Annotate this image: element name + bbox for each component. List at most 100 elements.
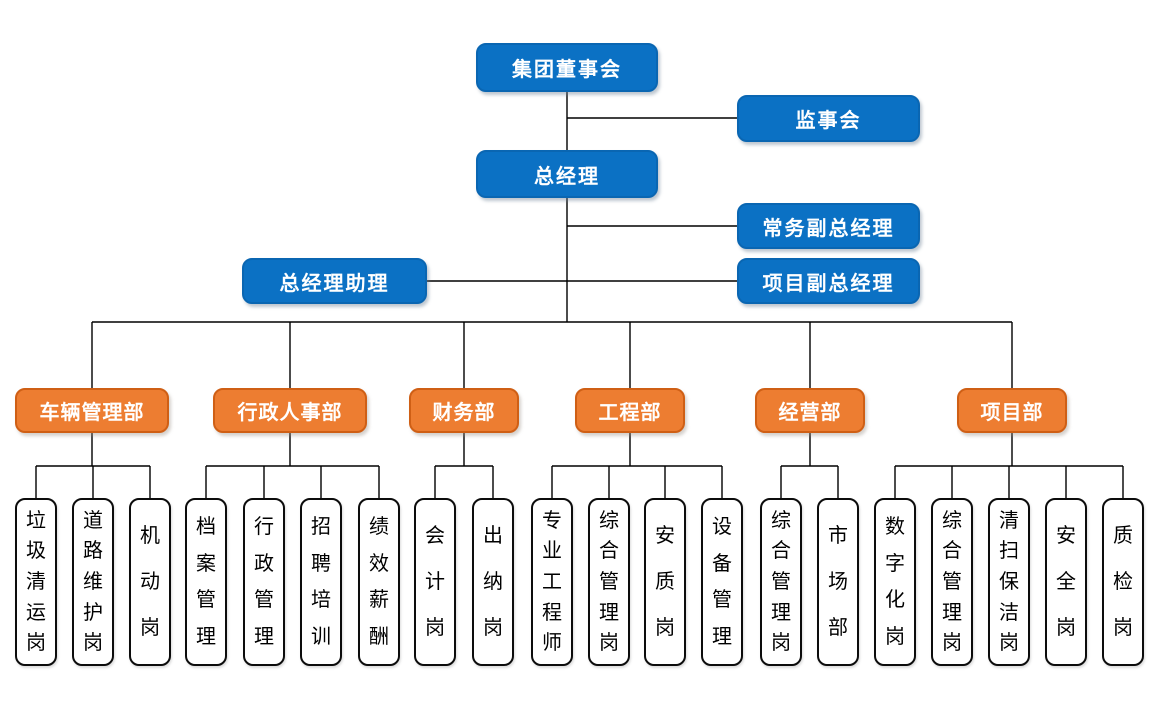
position-label-char: 绩 [369, 515, 389, 538]
position-label-char: 道 [83, 509, 103, 532]
position-label-char: 岗 [483, 617, 503, 639]
org-node-position: 综合管理岗 [588, 498, 630, 666]
position-label-char: 机 [140, 525, 160, 547]
position-label-char: 管 [712, 589, 732, 612]
position-label-char: 酬 [369, 626, 389, 649]
position-label-char: 化 [885, 589, 905, 612]
position-label-char: 质 [1113, 525, 1133, 547]
org-node-position: 出纳岗 [472, 498, 514, 666]
position-label-char: 计 [425, 571, 445, 593]
position-label-char: 护 [83, 601, 103, 624]
position-label-char: 岗 [83, 632, 103, 655]
position-label-char: 综 [942, 509, 962, 532]
org-node-deputy-exec-label: 常务副总经理 [762, 217, 895, 240]
position-label-char: 垃 [26, 509, 46, 532]
position-label-char: 培 [311, 589, 331, 612]
position-label-char: 动 [140, 571, 160, 593]
org-node-department: 经营部 [755, 388, 865, 433]
department-label: 车辆管理部 [39, 402, 145, 424]
org-node-position: 专业工程师 [531, 498, 573, 666]
position-label-char: 岗 [599, 632, 619, 655]
position-label-char: 理 [942, 601, 962, 624]
position-label-char: 岗 [1113, 617, 1133, 639]
department-label: 项目部 [980, 402, 1044, 424]
position-label-char: 清 [999, 509, 1019, 532]
position-label-char: 安 [655, 525, 675, 547]
position-label-char: 部 [828, 617, 848, 639]
position-label-char: 数 [885, 515, 905, 538]
position-label-char: 岗 [942, 632, 962, 655]
position-label-char: 程 [542, 601, 562, 624]
position-label-char: 政 [254, 552, 274, 575]
position-label-char: 全 [1056, 571, 1076, 593]
position-label-char: 理 [254, 626, 274, 649]
org-node-department: 行政人事部 [213, 388, 367, 433]
position-label-char: 岗 [1056, 617, 1076, 639]
position-label-char: 扫 [999, 540, 1019, 563]
org-node-deputy-exec: 常务副总经理 [737, 203, 920, 249]
department-label: 行政人事部 [237, 402, 343, 424]
org-node-general-manager-label: 总经理 [534, 165, 600, 188]
position-label-char: 训 [311, 626, 331, 649]
position-label-char: 薪 [369, 589, 389, 612]
position-label-char: 岗 [140, 617, 160, 639]
position-label-char: 岗 [999, 632, 1019, 655]
department-label: 工程部 [598, 402, 662, 424]
position-label-char: 业 [542, 540, 562, 563]
position-label-char: 岗 [425, 617, 445, 639]
org-node-department: 车辆管理部 [15, 388, 169, 433]
position-label-char: 管 [196, 589, 216, 612]
position-label-char: 检 [1113, 571, 1133, 593]
position-label-char: 岗 [26, 632, 46, 655]
position-label-char: 理 [196, 626, 216, 649]
position-label-char: 理 [599, 601, 619, 624]
position-label-char: 综 [771, 509, 791, 532]
position-label-char: 聘 [311, 552, 331, 575]
position-label-char: 岗 [771, 632, 791, 655]
position-label-char: 圾 [26, 540, 46, 563]
org-node-position: 市场部 [817, 498, 859, 666]
position-label-char: 备 [712, 552, 732, 575]
position-label-char: 安 [1056, 525, 1076, 547]
position-label-char: 综 [599, 509, 619, 532]
position-label-char: 招 [311, 515, 331, 538]
org-node-position: 质检岗 [1102, 498, 1144, 666]
position-label-char: 效 [369, 552, 389, 575]
org-node-supervisory: 监事会 [737, 95, 920, 142]
position-label-char: 设 [712, 515, 732, 538]
org-node-position: 综合管理岗 [931, 498, 973, 666]
position-label-char: 案 [196, 552, 216, 575]
org-node-department: 项目部 [957, 388, 1067, 433]
position-label-char: 合 [599, 540, 619, 563]
position-label-char: 保 [999, 570, 1019, 593]
position-label-char: 岗 [885, 626, 905, 649]
org-node-board: 集团董事会 [476, 43, 658, 92]
org-node-position: 综合管理岗 [760, 498, 802, 666]
position-label-char: 清 [26, 570, 46, 593]
position-label-char: 理 [771, 601, 791, 624]
position-label-char: 纳 [483, 571, 503, 593]
position-label-char: 质 [655, 571, 675, 593]
org-node-department: 工程部 [575, 388, 685, 433]
org-node-position: 安质岗 [644, 498, 686, 666]
position-label-char: 维 [83, 570, 103, 593]
org-node-position: 垃圾清运岗 [15, 498, 57, 666]
position-label-char: 管 [599, 570, 619, 593]
position-label-char: 岗 [655, 617, 675, 639]
org-node-gm-assistant: 总经理助理 [242, 258, 427, 304]
position-label-char: 路 [83, 540, 103, 563]
org-node-deputy-project: 项目副总经理 [737, 258, 920, 304]
department-label: 经营部 [778, 402, 842, 424]
position-label-char: 运 [26, 601, 46, 624]
department-label: 财务部 [432, 402, 496, 424]
position-label-char: 洁 [999, 601, 1019, 624]
position-label-char: 管 [942, 570, 962, 593]
position-label-char: 合 [942, 540, 962, 563]
org-node-position: 设备管理 [701, 498, 743, 666]
org-node-position: 档案管理 [185, 498, 227, 666]
position-label-char: 会 [425, 525, 445, 547]
org-node-position: 机动岗 [129, 498, 171, 666]
org-node-general-manager: 总经理 [476, 150, 658, 198]
position-label-char: 档 [196, 515, 216, 538]
